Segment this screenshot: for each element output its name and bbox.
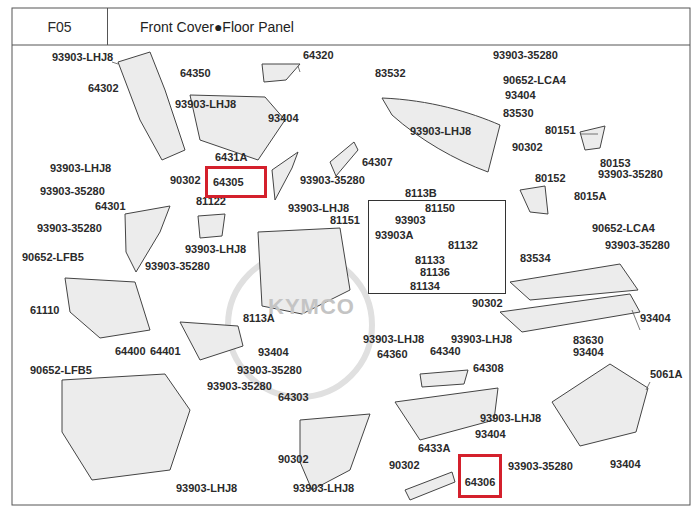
diagram-title: Front Cover●Floor Panel — [140, 18, 294, 36]
group-frame — [368, 200, 506, 294]
callout-number: 6433A — [418, 441, 450, 455]
callout-number: 93404 — [258, 345, 289, 359]
callout-number: 93404 — [573, 345, 604, 359]
callout-number: 93903-LHJ8 — [176, 481, 237, 495]
callout-number: 5061A — [650, 367, 682, 381]
group-heading: 8113B — [405, 186, 437, 200]
callout-number: 81150 — [425, 201, 455, 215]
callout-number: 8015A — [574, 189, 606, 203]
callout-number: 64360 — [377, 347, 408, 361]
callout-number: 93404 — [475, 427, 506, 441]
watermark: KYMCO — [268, 300, 355, 314]
callout-number: 64303 — [278, 390, 309, 404]
group-box: 8113B811509390393903A 8113281133811368113… — [368, 186, 506, 294]
callout-number: 81151 — [330, 213, 360, 227]
callout-number: 93903-35280 — [598, 167, 663, 181]
callout-number: 90302 — [512, 140, 543, 154]
callout-number: 93903-LHJ8 — [293, 481, 354, 495]
callout-number: 93903-LHJ8 — [480, 411, 541, 425]
callout-number: 64302 — [88, 81, 119, 95]
callout-number: 93903-LHJ8 — [410, 124, 471, 138]
header-cell: F05 — [12, 8, 108, 45]
callout-number: 93903-LHJ8 — [363, 332, 424, 346]
callout-number: 93404 — [268, 111, 299, 125]
callout-number: 93903-35280 — [37, 221, 102, 235]
highlight-box: 64305 — [205, 166, 267, 198]
callout-number: 61110 — [30, 303, 59, 317]
callout-number: 93404 — [505, 88, 536, 102]
callout-number: 90652-LCA4 — [503, 73, 566, 87]
callout-number: 93903-LHJ8 — [50, 161, 111, 175]
callout-number: 6431A — [215, 150, 247, 164]
callout-number: 81134 — [410, 279, 440, 293]
callout-number: 93903-35280 — [40, 184, 105, 198]
callout-number: 93903-LHJ8 — [52, 50, 113, 64]
callout-number: 93903-LHJ8 — [288, 201, 349, 215]
callout-number: 81136 — [420, 265, 450, 279]
page-code: F05 — [47, 20, 71, 34]
callout-number: 93903-35280 — [237, 363, 302, 377]
callout-number: 93903-35280 — [207, 379, 272, 393]
callout-number: 64301 — [95, 199, 126, 213]
callout-number: 90652-LCA4 — [592, 221, 655, 235]
callout-number: 64308 — [473, 361, 504, 375]
callout-number: 93404 — [610, 457, 641, 471]
callout-number: 90302 — [170, 173, 201, 187]
callout-number: 80152 — [535, 171, 566, 185]
callout-number: 64307 — [362, 155, 393, 169]
callout-number: 90302 — [472, 296, 503, 310]
callout-number: 90302 — [278, 452, 309, 466]
callout-number: 81132 — [448, 238, 478, 252]
callout-number: 64306 — [465, 475, 496, 489]
callout-number: 93903-LHJ8 — [175, 97, 236, 111]
callout-number: 93903-35280 — [605, 238, 670, 252]
callout-number: 81133 — [415, 253, 445, 267]
highlight-box: 64306 — [458, 454, 502, 498]
callout-number: 90652-LFB5 — [22, 250, 84, 264]
callout-number: 93903-35280 — [508, 459, 573, 473]
callout-number: 64350 — [180, 66, 211, 80]
callout-number: 93903A — [375, 228, 414, 242]
callout-number: 64305 — [213, 175, 244, 189]
callout-number: 93903-35280 — [145, 259, 210, 273]
callout-number: 64400 — [115, 344, 146, 358]
callout-number: 83630 — [573, 333, 604, 347]
callout-number: 83532 — [375, 66, 406, 80]
callout-number: 93903-LHJ8 — [185, 242, 246, 256]
callout-number: 90302 — [389, 458, 420, 472]
callout-number: 93404 — [640, 311, 671, 325]
callout-number: 80151 — [545, 123, 576, 137]
callout-number: 64401 — [150, 344, 181, 358]
callout-number: 90652-LFB5 — [30, 363, 92, 377]
callout-number: 64340 — [430, 344, 461, 358]
callout-number: 93903-LHJ8 — [451, 332, 512, 346]
callout-number: 80153 — [600, 156, 631, 170]
callout-number: 83530 — [503, 106, 534, 120]
callout-number: 93903-35280 — [493, 48, 558, 62]
callout-number: 93903-35280 — [300, 173, 365, 187]
callout-number: 93903 — [395, 213, 426, 227]
callout-number: 83534 — [520, 251, 551, 265]
callout-number: 64320 — [303, 48, 334, 62]
